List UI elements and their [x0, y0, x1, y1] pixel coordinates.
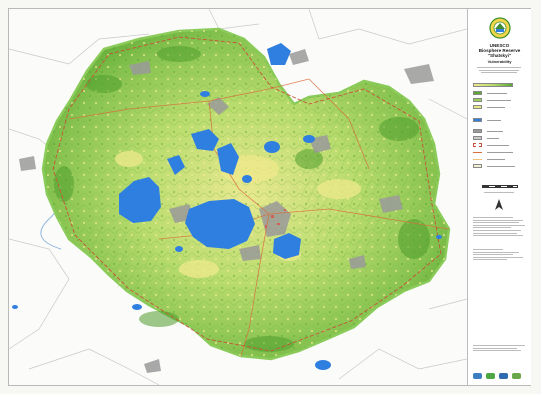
- lake-luky[interactable]: [273, 233, 301, 259]
- legend-row-water: [473, 118, 529, 122]
- legend-row-2: [473, 98, 529, 102]
- source-text: [473, 249, 525, 262]
- lake-small-4[interactable]: [175, 246, 183, 252]
- lake-small-2[interactable]: [303, 135, 315, 143]
- low-zones: [115, 151, 361, 278]
- lake-north[interactable]: [267, 43, 291, 65]
- map-subtitle: Vulnerability: [487, 59, 512, 64]
- lake-pisochne[interactable]: [191, 129, 219, 151]
- legend-row-roads-2: [473, 157, 529, 161]
- lake-small-5[interactable]: [132, 304, 142, 310]
- title-line-2: Biosphere Reserve: [478, 48, 521, 53]
- lake-small-9[interactable]: [200, 91, 210, 97]
- description-text: [473, 217, 525, 238]
- legend-row-settlement-2: [473, 136, 529, 140]
- unesco-emblem-icon: [489, 17, 511, 39]
- centre-settlement-marks: [265, 209, 286, 228]
- legend-row-boundary: [473, 143, 529, 147]
- lake-small-6[interactable]: [315, 360, 331, 370]
- subtitle-text-block: [473, 67, 525, 75]
- legend-row-3: [473, 105, 529, 109]
- legend-row-settlement: [473, 129, 529, 133]
- scale-text: [473, 192, 525, 195]
- lake-krymne[interactable]: [217, 143, 239, 175]
- lakes[interactable]: [12, 43, 442, 370]
- lake-pulemetske[interactable]: [119, 177, 161, 223]
- title-line-1: UNESCO: [489, 43, 510, 48]
- forest-patches: [54, 46, 430, 352]
- lake-small-8[interactable]: [436, 235, 442, 239]
- north-arrow-icon: [495, 199, 503, 210]
- credits-text: [473, 345, 525, 353]
- reserve-boundary: [52, 36, 442, 352]
- partner-logo-icon: [473, 373, 482, 379]
- partner-logo-icon: [499, 373, 508, 379]
- legend-row-1: [473, 91, 529, 95]
- legend-panel: UNESCO Biosphere Reserve "Shatskyi" Vuln…: [467, 9, 531, 385]
- legend-row-other: [473, 164, 529, 168]
- title-line-3: "Shatskyi": [487, 53, 512, 58]
- lake-svitiaz[interactable]: [185, 199, 255, 249]
- scale-bar: [482, 185, 518, 188]
- partner-logo-icon: [512, 373, 521, 379]
- lake-small-7[interactable]: [12, 305, 18, 309]
- lake-small-1[interactable]: [264, 141, 280, 153]
- lake-ozerianske[interactable]: [167, 155, 185, 175]
- field-pattern-west: [69, 219, 179, 309]
- legend-row-roads: [473, 150, 529, 154]
- map-canvas[interactable]: [9, 9, 467, 385]
- legend-vulnerability-scale: [473, 83, 529, 87]
- partner-logo-icon: [486, 373, 495, 379]
- lake-small-3[interactable]: [242, 175, 252, 183]
